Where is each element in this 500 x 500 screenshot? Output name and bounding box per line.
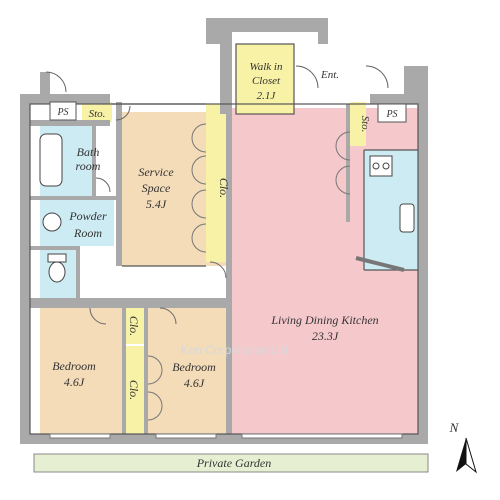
closet-bed-top-floor [124, 308, 144, 344]
stove-icon [369, 155, 393, 177]
service-space-size: 5.4J [146, 197, 167, 211]
closet-doors [147, 123, 351, 421]
garden-label: Private Garden [196, 456, 272, 470]
bedroom-left-size: 4.6J [64, 375, 85, 389]
north-label: N [449, 420, 460, 435]
closet-service-floor [206, 104, 226, 262]
service-space-line1: Service [138, 165, 174, 179]
storage-kitchen-label: Sto. [359, 116, 371, 133]
walk-in-closet-line1: Walk in [250, 61, 283, 73]
bathroom-line2: room [76, 159, 101, 173]
bedroom-right-name: Bedroom [172, 360, 216, 374]
closet-bed-bottom-label: Clo. [127, 380, 141, 400]
sink-icon [399, 203, 415, 233]
powder-room-line1: Powder [68, 209, 107, 223]
compass-arrow-icon [456, 437, 477, 474]
storage-top-floor [82, 102, 112, 122]
basin-icon [42, 212, 62, 232]
storage-top-label: Sto. [89, 108, 106, 120]
closet-bed-bottom-floor [124, 346, 144, 434]
wall-lines [29, 43, 419, 435]
storage-kitchen-floor [350, 102, 366, 146]
bedroom-left-name: Bedroom [52, 359, 96, 373]
ps-left-label: PS [56, 107, 68, 118]
garden-strip [33, 453, 429, 473]
living-size: 23.3J [312, 329, 339, 343]
walk-in-closet-floor [236, 44, 294, 114]
closet-service-label: Clo. [217, 178, 231, 198]
walk-in-closet-size: 2.1J [257, 90, 277, 102]
closet-bed-top-label: Clo. [127, 316, 141, 336]
living-name: Living Dining Kitchen [270, 313, 378, 327]
ps-left-box [49, 101, 77, 121]
ps-right-label: PS [385, 109, 397, 120]
windows [49, 433, 403, 439]
bathtub-icon [39, 133, 63, 187]
walls [20, 18, 428, 444]
bedroom-right-size: 4.6J [184, 376, 205, 390]
door-swings [45, 65, 389, 325]
toilet-icon [47, 253, 67, 283]
bedroom-left-floor [40, 308, 122, 434]
ps-right-box [377, 103, 407, 123]
entrance-label: Ent. [320, 69, 339, 81]
powder-room-line2: Room [73, 226, 102, 240]
kitchen-divider [355, 256, 405, 272]
bathroom-line1: Bath [77, 145, 100, 159]
service-space-line2: Space [142, 181, 171, 195]
watermark: Ken Corporation Ltd. [181, 343, 292, 357]
walk-in-closet-line2: Closet [252, 75, 281, 87]
